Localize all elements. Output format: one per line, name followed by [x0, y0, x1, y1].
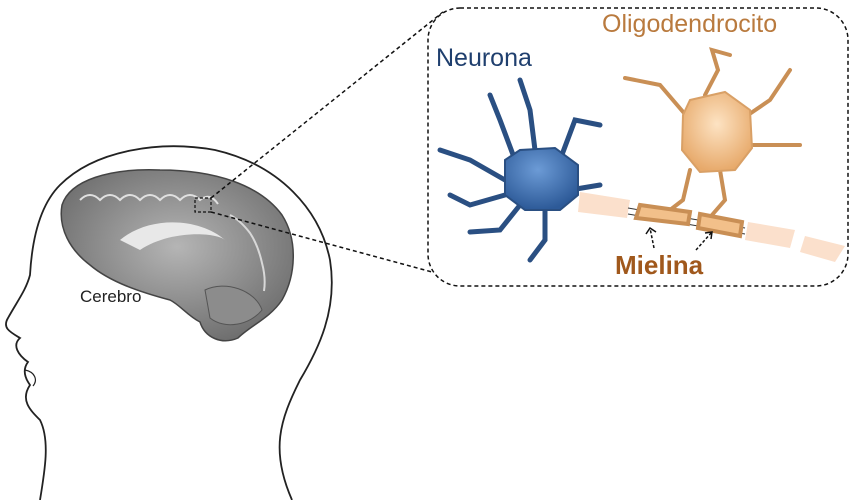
myelin-label: Mielina: [615, 250, 704, 280]
brain-label: Cerebro: [80, 287, 142, 306]
ear-detail: [24, 369, 36, 387]
neuron-label: Neurona: [436, 44, 532, 72]
zoom-line-bottom: [210, 211, 433, 273]
brain-image: [60, 169, 294, 342]
neuron-cell: [437, 77, 603, 263]
zoom-line-top: [210, 11, 444, 199]
myelin-arrows: [645, 226, 713, 251]
oligodendrocyte-label: Oligodendrocito: [602, 10, 778, 38]
oligodendrocyte-cell: [623, 47, 802, 239]
zoom-source-marker: [194, 197, 212, 213]
head-outline: [5, 145, 333, 500]
zoom-panel: [427, 7, 849, 287]
